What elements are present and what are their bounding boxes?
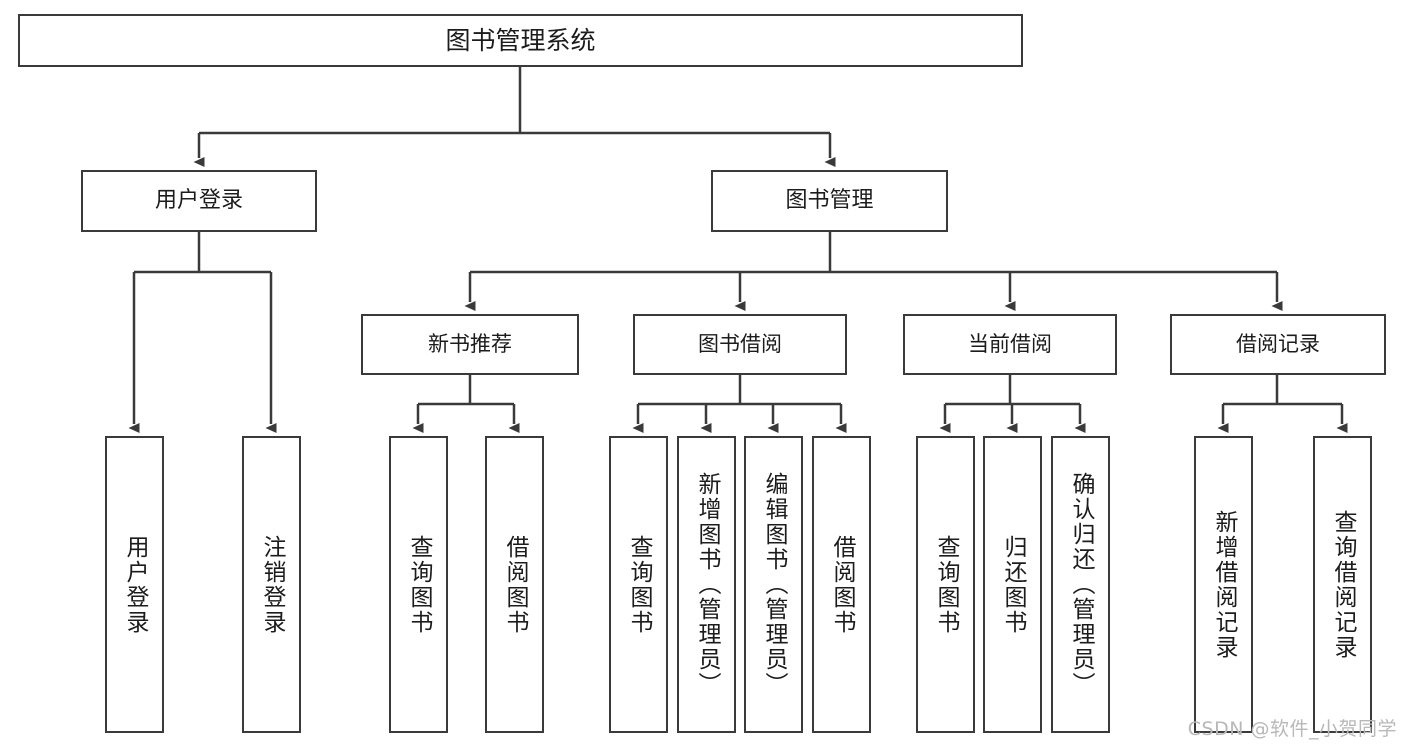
node-book-management[interactable]: 图书管理	[711, 170, 948, 232]
node-label: 归还图书	[1000, 534, 1026, 635]
node-label: 用户登录	[122, 534, 148, 635]
leaf-edit-book-admin[interactable]: 编辑图书（管理员）	[744, 436, 803, 733]
node-label: 查询图书	[933, 534, 959, 635]
node-label: 新书推荐	[428, 332, 512, 357]
node-label: 用户登录	[154, 188, 243, 214]
node-label: 新增借阅记录	[1211, 509, 1237, 660]
leaf-borrow-books[interactable]: 借阅图书	[812, 436, 871, 733]
leaf-query-borrow-record[interactable]: 查询借阅记录	[1313, 436, 1372, 733]
node-label: 图书管理系统	[445, 25, 596, 55]
node-new-book-recommendation[interactable]: 新书推荐	[361, 314, 579, 375]
leaf-logout[interactable]: 注销登录	[242, 436, 301, 733]
node-label: 图书借阅	[698, 332, 782, 357]
leaf-add-borrow-record[interactable]: 新增借阅记录	[1194, 436, 1253, 733]
node-label: 确认归还（管理员）	[1068, 472, 1094, 697]
node-label: 新增图书（管理员）	[694, 472, 720, 697]
node-label: 图书管理	[785, 188, 874, 214]
node-label: 查询图书	[406, 534, 432, 635]
node-label: 借阅图书	[502, 534, 528, 635]
node-book-borrowing[interactable]: 图书借阅	[633, 314, 847, 375]
node-current-borrowing[interactable]: 当前借阅	[903, 314, 1117, 375]
watermark: CSDN @软件_小贺同学	[1187, 718, 1397, 740]
node-label: 借阅图书	[829, 534, 855, 635]
node-label: 查询借阅记录	[1330, 509, 1356, 660]
node-label: 借阅记录	[1236, 332, 1320, 357]
node-label: 注销登录	[259, 534, 285, 635]
node-label: 当前借阅	[968, 332, 1052, 357]
node-label: 查询图书	[626, 534, 652, 635]
leaf-borrow-books-recommend[interactable]: 借阅图书	[485, 436, 544, 733]
node-user-login[interactable]: 用户登录	[81, 170, 317, 232]
leaf-query-books-current[interactable]: 查询图书	[916, 436, 975, 733]
leaf-query-books-recommend[interactable]: 查询图书	[389, 436, 448, 733]
leaf-user-login[interactable]: 用户登录	[105, 436, 164, 733]
node-book-management-system[interactable]: 图书管理系统	[18, 14, 1023, 67]
leaf-confirm-return-admin[interactable]: 确认归还（管理员）	[1051, 436, 1110, 733]
leaf-query-books-borrow[interactable]: 查询图书	[609, 436, 668, 733]
node-borrowing-records[interactable]: 借阅记录	[1170, 314, 1386, 375]
node-label: 编辑图书（管理员）	[761, 472, 787, 697]
leaf-add-book-admin[interactable]: 新增图书（管理员）	[677, 436, 736, 733]
leaf-return-books[interactable]: 归还图书	[983, 436, 1042, 733]
